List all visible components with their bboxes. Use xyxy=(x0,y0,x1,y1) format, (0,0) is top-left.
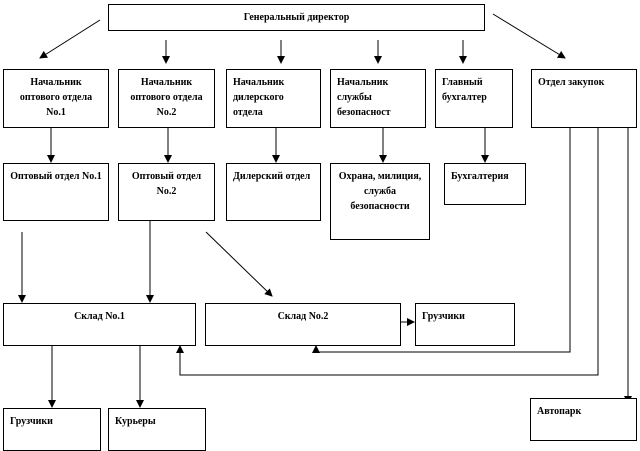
node-loaders-2: Грузчики xyxy=(415,303,515,346)
node-ceo: Генеральный директор xyxy=(108,4,485,31)
node-head-security: Начальник службы безопасност xyxy=(330,69,426,128)
node-head-wholesale-2: Начальник оптового отдела No.2 xyxy=(118,69,215,128)
node-security: Охрана, милиция, служба безопасности xyxy=(330,163,430,240)
node-wholesale-2: Оптовый отдел No.2 xyxy=(118,163,215,221)
node-accounting: Бухгалтерия xyxy=(444,163,526,205)
node-loaders-1: Грузчики xyxy=(3,408,101,451)
node-chief-accountant: Главный бухгалтер xyxy=(435,69,513,128)
node-wholesale-1: Оптовый отдел No.1 xyxy=(3,163,109,221)
node-warehouse-2: Склад No.2 xyxy=(205,303,401,346)
node-couriers: Курьеры xyxy=(108,408,206,451)
node-dealer: Дилерский отдел xyxy=(226,163,321,221)
node-purchasing: Отдел закупок xyxy=(531,69,637,128)
node-head-dealer: Начальник дилерского отдела xyxy=(226,69,321,128)
node-head-wholesale-1: Начальник оптового отдела No.1 xyxy=(3,69,109,128)
node-fleet: Автопарк xyxy=(530,398,637,441)
node-warehouse-1: Склад No.1 xyxy=(3,303,196,346)
